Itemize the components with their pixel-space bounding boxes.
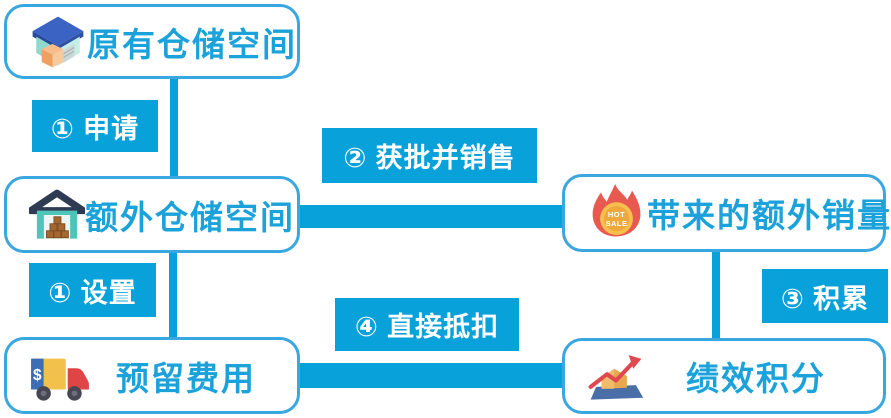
warehouse-isometric-icon (29, 13, 87, 71)
money-truck-icon: $ (29, 349, 91, 403)
connector-sell-bar (298, 205, 564, 228)
node-performance-points: 绩效积分 (562, 338, 886, 414)
step-label-setup: ① 设置 (29, 263, 156, 317)
step-label-accumulate: ③ 积累 (762, 269, 888, 323)
hot-sale-text-line1: HOT (608, 210, 625, 219)
node-extra-sales-label: 带来的额外销量 (647, 197, 891, 234)
node-extra-storage-label: 额外仓储空间 (85, 198, 295, 236)
node-extra-sales: HOT SALE 带来的额外销量 (562, 174, 890, 252)
node-extra-storage: 额外仓储空间 (4, 176, 300, 253)
hot-sale-text-line2: SALE (606, 219, 628, 228)
hot-sale-flame-icon: HOT SALE (587, 183, 647, 243)
svg-text:$: $ (33, 366, 42, 383)
node-original-storage: 原有仓储空间 (4, 4, 300, 79)
node-performance-points-label: 绩效积分 (686, 360, 826, 397)
node-original-storage-label: 原有仓储空间 (87, 25, 297, 63)
connector-apply-line (170, 78, 178, 177)
step-label-approved-and-sell: ② 获批并销售 (322, 128, 537, 183)
connector-deduct-bar (298, 363, 564, 388)
warehouse-front-icon (29, 187, 85, 243)
connector-setup-line (169, 251, 177, 339)
step-label-apply: ① 申请 (32, 100, 158, 152)
node-reserved-fee-label: 预留费用 (116, 359, 256, 397)
step-label-direct-deduct: ④ 直接抵扣 (335, 298, 519, 351)
growth-chart-icon (587, 348, 645, 404)
connector-accumulate-line (712, 250, 720, 340)
node-reserved-fee: $ 预留费用 (4, 337, 300, 414)
